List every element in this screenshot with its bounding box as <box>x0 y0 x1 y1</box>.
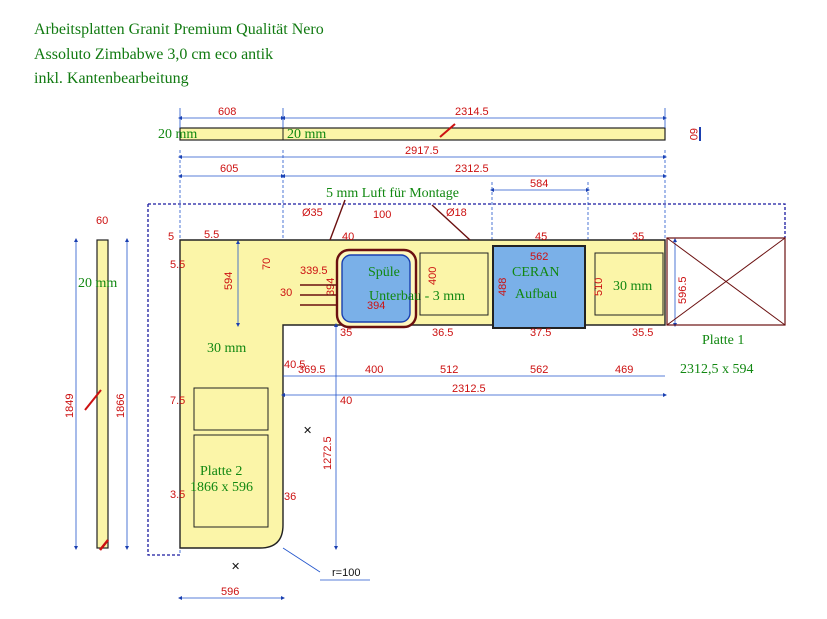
top-strip: 608 2314.5 20 mm 20 mm 60 <box>158 106 701 142</box>
segment-5: 469 <box>615 364 633 376</box>
cooktop-width: 562 <box>530 251 548 263</box>
edge-marks-top: 5 5.5 40 45 35 35 36.5 37.5 35.5 <box>168 229 653 339</box>
drill-left: Ø35 <box>302 207 323 219</box>
thick-right: 20 mm <box>287 127 326 142</box>
segment-dims: 369.5 400 512 562 469 2312.5 <box>281 364 667 397</box>
edge-mark: 40.5 <box>284 359 305 371</box>
drill-gap: 100 <box>373 209 391 221</box>
plate2-name: Platte 2 <box>200 464 242 479</box>
break-mark <box>439 123 456 138</box>
sink-depth: 400 <box>427 267 439 285</box>
edge-mark: 45 <box>535 231 547 243</box>
edge-mark: 35 <box>340 327 352 339</box>
plate1-size: 2312,5 x 594 <box>680 362 754 377</box>
break-mark <box>84 389 102 411</box>
cross-marker: ✕ <box>303 425 312 437</box>
cooktop-mount: Aufbau <box>515 287 557 302</box>
plate2-size: 1866 x 596 <box>190 480 253 495</box>
plate2-box-upper <box>193 387 269 431</box>
header-line-2: Assoluto Zimbabwe 3,0 cm eco antik <box>34 45 274 63</box>
dishwasher-box <box>419 252 489 316</box>
sink-mount: Unterbau - 3 mm <box>369 289 465 304</box>
dim-605: 605 <box>220 163 238 175</box>
edge-mark: 3.5 <box>170 489 185 501</box>
sink-offset-y: 70 <box>261 258 273 270</box>
side-thick: 20 mm <box>78 276 117 291</box>
side-strip: 60 20 mm 1849 1866 <box>64 215 129 551</box>
plate2-depth: 594 <box>223 272 235 290</box>
sink-width: 394 <box>367 300 385 312</box>
cooktop-box <box>492 245 586 329</box>
segment-4: 562 <box>530 364 548 376</box>
sink-height: 394 <box>325 278 337 296</box>
plate1-depth: 596.5 <box>677 276 689 304</box>
sink-offset-x: 339.5 <box>300 265 328 277</box>
cooktop-height: 488 <box>497 278 509 296</box>
end-height: 60 <box>687 128 699 140</box>
edge-mark: 40 <box>342 231 354 243</box>
plate1-name: Platte 1 <box>702 333 744 348</box>
edge-mark: 36.5 <box>432 327 453 339</box>
edge-mark: 37.5 <box>530 327 551 339</box>
montage-note: 5 mm Luft für Montage <box>326 186 459 201</box>
sink-cutout: Spüle Unterbau - 3 mm 394 394 339.5 70 4… <box>261 207 467 329</box>
cabinet-box <box>594 252 664 316</box>
edge-mark: 35 <box>632 231 644 243</box>
plate1-thickness: 30 mm <box>613 279 652 294</box>
dim-608: 608 <box>218 106 236 118</box>
cross-marker: ✕ <box>231 561 240 573</box>
edge-mark: 35.5 <box>632 327 653 339</box>
header-line-3: inkl. Kantenbearbeitung <box>34 70 189 87</box>
segment-3: 512 <box>440 364 458 376</box>
appliance-box <box>666 237 786 326</box>
cooktop-side: 510 <box>593 278 605 296</box>
side-len-inner: 1849 <box>64 394 76 418</box>
thick-left: 20 mm <box>158 127 197 142</box>
plate2-box-lower <box>193 434 269 528</box>
edge-mark: 5 <box>168 231 174 243</box>
dim-2314: 2314.5 <box>455 106 489 118</box>
wall-outline <box>147 203 786 556</box>
segment-2: 400 <box>365 364 383 376</box>
appliance-cross <box>666 237 786 326</box>
edge-mark: 36 <box>284 491 296 503</box>
edge-mark: 5.5 <box>204 229 219 241</box>
sink-basin <box>341 254 411 323</box>
segment-total: 2312.5 <box>452 383 486 395</box>
plate2-offset: 40 <box>340 395 352 407</box>
radius-label: r=100 <box>332 567 360 579</box>
cooktop-label: CERAN <box>512 265 559 280</box>
plate2-thickness: 30 mm <box>207 341 246 356</box>
header-text: Arbeitsplatten Granit Premium Qualität N… <box>34 18 324 92</box>
drill-right: Ø18 <box>446 207 467 219</box>
plate2-width: 596 <box>221 586 239 598</box>
sink-row-dim: 30 <box>280 287 292 299</box>
montage-pointer <box>431 204 471 241</box>
dim-2917: 2917.5 <box>405 145 439 157</box>
edge-mark: 7.5 <box>170 395 185 407</box>
top-strip-bar <box>179 127 666 141</box>
dim-2312: 2312.5 <box>455 163 489 175</box>
side-width: 60 <box>96 215 108 227</box>
break-mark <box>99 539 109 551</box>
side-len-outer: 1866 <box>115 394 127 418</box>
montage-pointer <box>329 199 346 241</box>
sink-label: Spüle <box>368 265 400 280</box>
edge-mark: 5.5 <box>170 259 185 271</box>
segment-1: 369.5 <box>298 364 326 376</box>
header-line-1: Arbeitsplatten Granit Premium Qualität N… <box>34 21 324 38</box>
dim-584: 584 <box>530 178 548 190</box>
cooktop-cutout: CERAN Aufbau 562 488 510 <box>492 245 605 329</box>
plate2-length: 1272.5 <box>322 436 334 470</box>
radius-leader <box>282 547 321 573</box>
